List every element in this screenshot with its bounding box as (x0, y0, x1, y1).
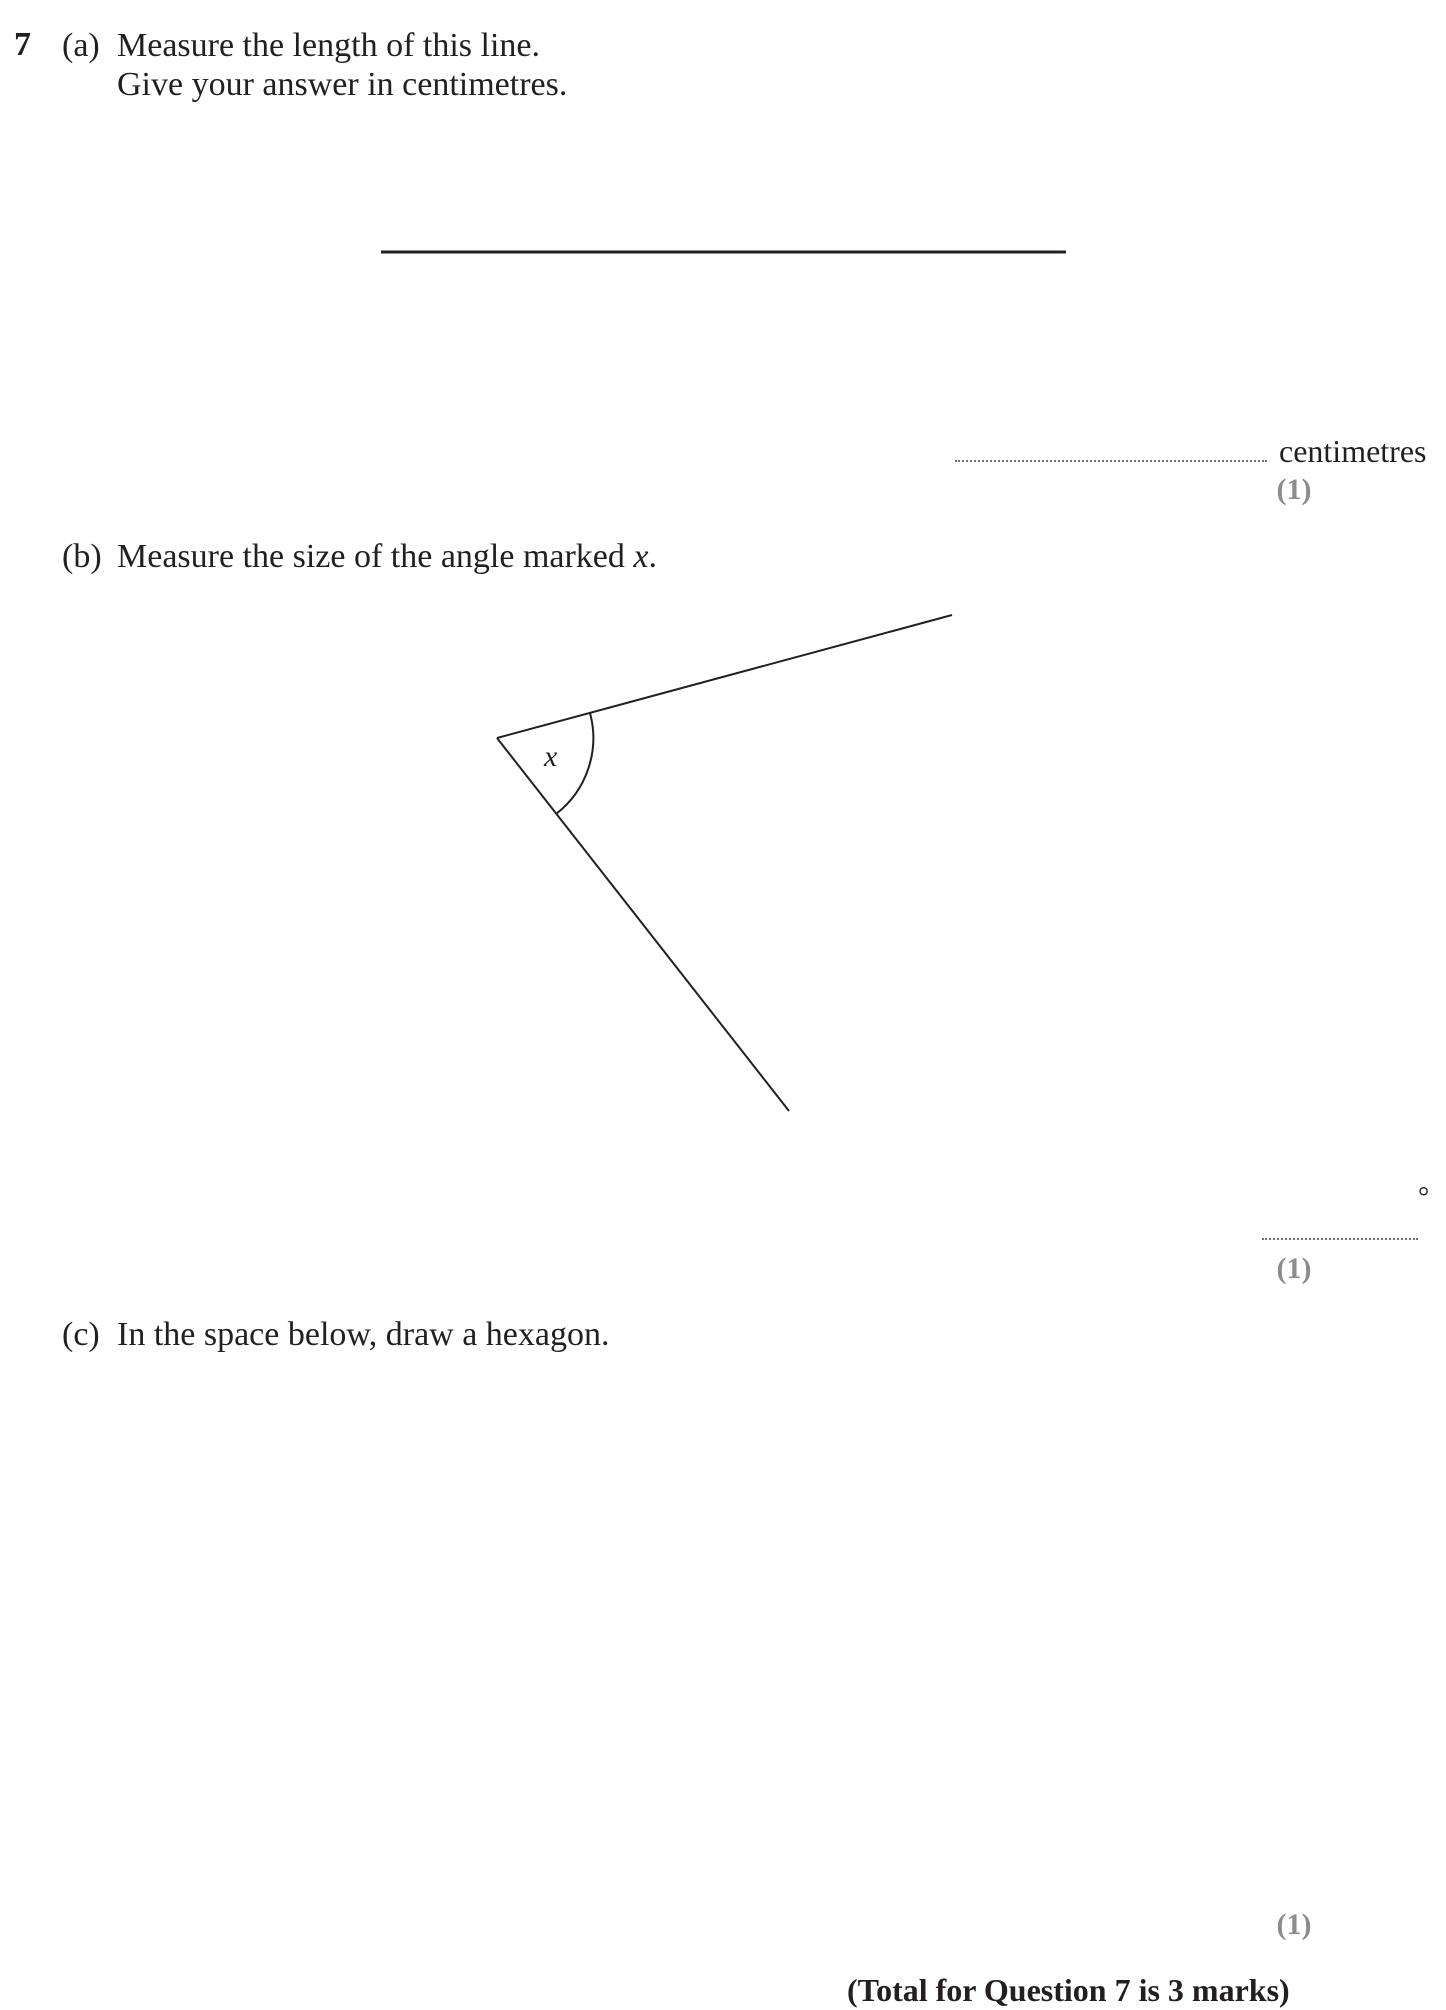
part-b-answer-field[interactable] (1262, 1238, 1418, 1240)
part-a-instruction-line2: Give your answer in centimetres. (117, 66, 568, 103)
part-b-variable: x (633, 538, 649, 575)
part-c-label: (c) (62, 1316, 100, 1353)
part-c-drawing-area[interactable] (62, 1370, 1382, 1890)
question-number: 7 (14, 26, 31, 63)
part-b-text: Measure the size of the angle marked (117, 538, 634, 575)
angle-arm-lower (496, 737, 790, 1112)
part-c-instruction: In the space below, draw a hexagon. (117, 1316, 610, 1353)
angle-arm-upper (496, 614, 953, 739)
part-c-marks: (1) (1276, 1908, 1312, 1941)
part-a-marks: (1) (1276, 473, 1312, 506)
part-a-instruction-line1: Measure the length of this line. (117, 27, 541, 64)
part-b-degree-unit: ° (1418, 1182, 1430, 1213)
part-a-answer-field[interactable] (955, 460, 1267, 462)
question-total: (Total for Question 7 is 3 marks) (847, 1972, 1290, 2008)
part-b-label: (b) (62, 538, 102, 575)
part-a-units: centimetres (1279, 433, 1427, 469)
angle-arc (555, 712, 595, 815)
part-b-marks: (1) (1276, 1252, 1312, 1285)
part-b-text-end: . (648, 538, 658, 575)
angle-label: x (544, 740, 558, 773)
part-b-instruction: Measure the size of the angle marked x. (117, 537, 657, 577)
part-a-label: (a) (62, 27, 100, 64)
